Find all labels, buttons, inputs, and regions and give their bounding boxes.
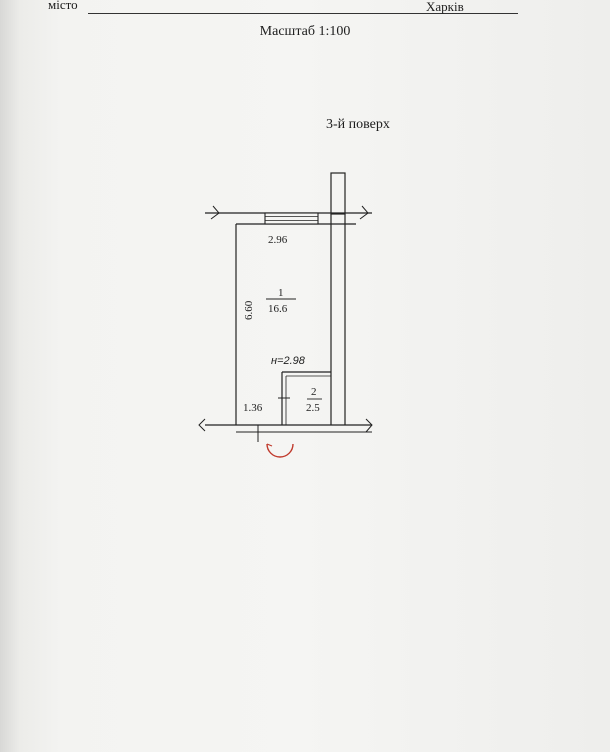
dimension-width-bottom: 1.36 [243, 402, 263, 414]
door-swing-mark [266, 443, 294, 458]
room1-number: 1 [278, 287, 284, 299]
vent-shaft [330, 172, 346, 215]
scale-label: Масштаб 1:100 [259, 24, 351, 39]
room1-area: 16.6 [268, 303, 288, 315]
city-underline [88, 13, 518, 14]
city-label: місто [48, 0, 78, 12]
room2-area: 2.5 [306, 402, 320, 414]
break-mark-right [359, 205, 369, 220]
break-mark-left [210, 205, 220, 220]
dimension-length-left: 6.60 [243, 300, 255, 320]
ceiling-height-note: н=2.98 [271, 355, 306, 367]
header: місто Харків [48, 0, 588, 16]
dimension-width-top: 2.96 [268, 234, 288, 246]
floor-label: 3-й поверх [326, 117, 390, 132]
city-value: Харків [426, 0, 464, 14]
room2-number: 2 [311, 386, 317, 398]
window [264, 212, 319, 225]
